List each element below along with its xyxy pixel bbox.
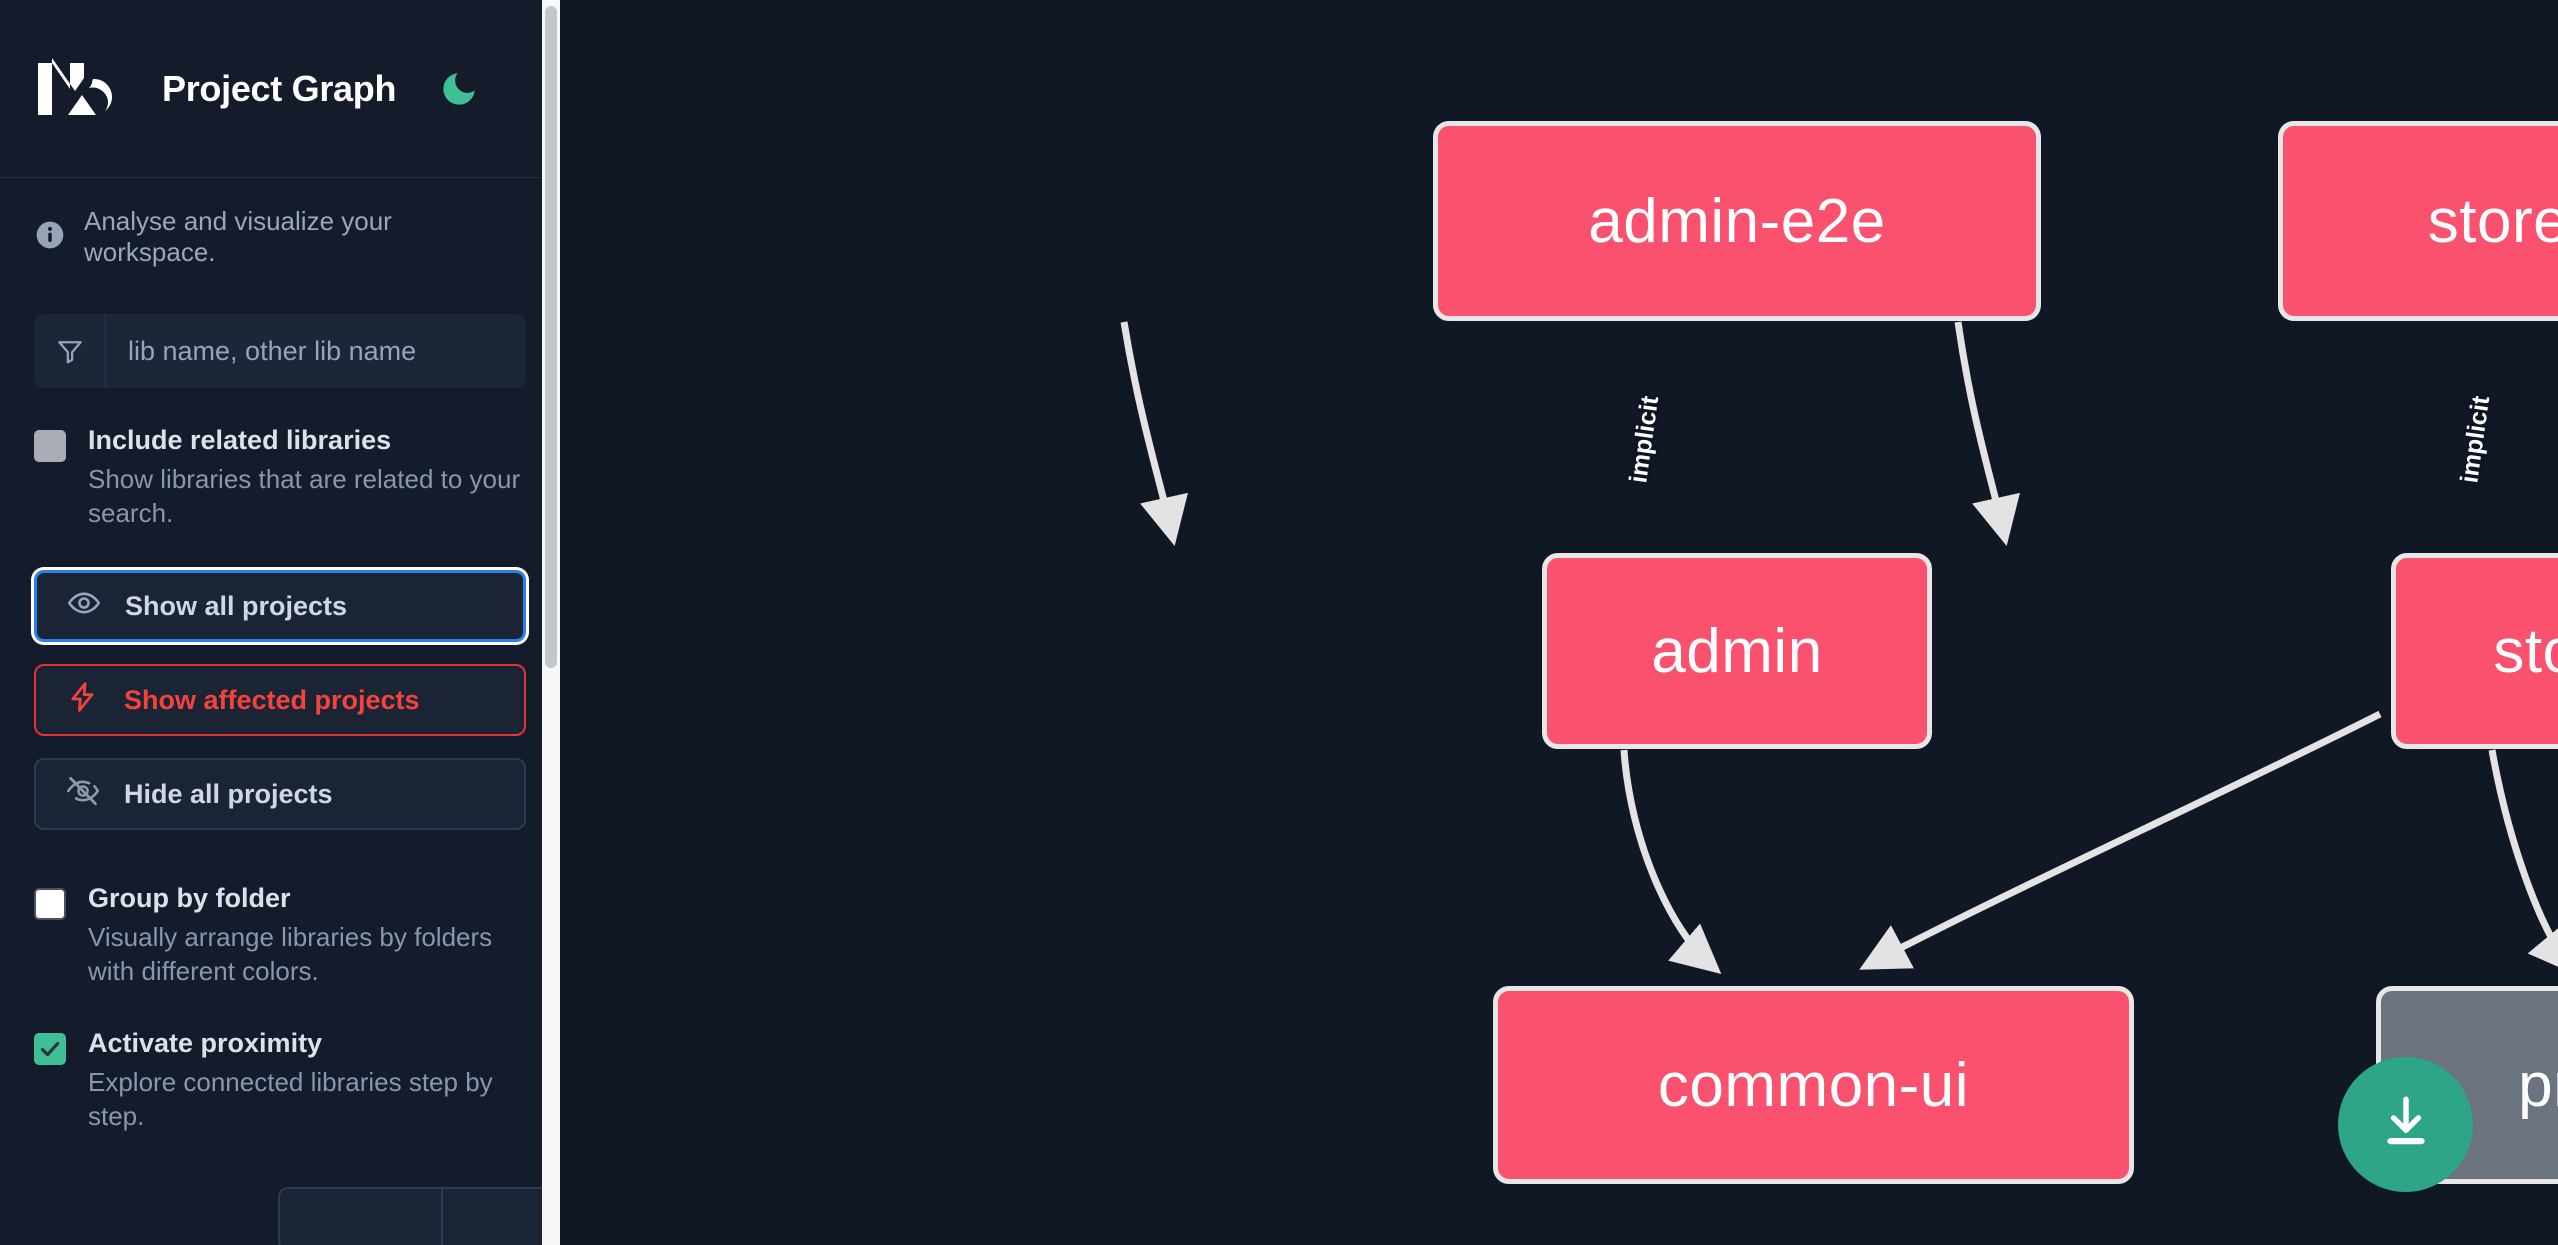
checkbox-text-group: Group by folder Visually arrange librari… (88, 882, 526, 988)
graph-node-admin-e2e[interactable]: admin-e2e (1433, 121, 2041, 321)
checkbox-label-group-by-folder: Group by folder (88, 883, 291, 914)
edge-store-to-common-ui (1859, 710, 2382, 970)
moon-icon[interactable] (436, 66, 482, 112)
graph-node-store-e2e[interactable]: store-e2e (2278, 121, 2558, 321)
sidebar: Project Graph Analyse and visualize your… (0, 0, 560, 1245)
tagline-text: Analyse and visualize your workspace. (84, 206, 392, 267)
show-affected-projects-label: Show affected projects (124, 684, 420, 715)
show-all-projects-button[interactable]: Show all projects (34, 570, 526, 643)
checkbox-row-activate-proximity[interactable]: Activate proximity Explore connected lib… (34, 1027, 526, 1133)
search-input[interactable] (106, 314, 526, 388)
checkbox-include-related-libraries[interactable] (34, 430, 66, 462)
segment-1[interactable] (280, 1189, 444, 1245)
sidebar-header: Project Graph (0, 0, 560, 178)
show-affected-projects-button[interactable]: Show affected projects (34, 664, 526, 737)
checkbox-group-by-folder[interactable] (34, 888, 66, 921)
checkbox-row-group-by-folder[interactable]: Group by folder Visually arrange librari… (34, 882, 526, 988)
eye-icon (67, 586, 101, 627)
funnel-filter-icon (34, 314, 106, 388)
graph-node-admin[interactable]: admin (1542, 553, 1932, 749)
download-icon (2375, 1091, 2437, 1158)
checkbox-description-group-by-folder: Visually arrange libraries by folders wi… (88, 922, 493, 987)
checkbox-text-group: Include related libraries Show libraries… (88, 424, 526, 530)
edge-store-e2e-to-store (1954, 321, 2020, 546)
checkbox-description-include-related-libraries: Show libraries that are related to your … (88, 463, 521, 529)
hide-all-projects-button[interactable]: Hide all projects (34, 758, 526, 831)
sidebar-scrollbar-track[interactable] (542, 0, 560, 1245)
project-graph-canvas[interactable]: admin-e2e store-e2e admin store common-u… (560, 0, 2558, 1245)
checkbox-row-include-related-libraries[interactable]: Include related libraries Show libraries… (34, 424, 526, 530)
edge-admin-to-common-ui (1620, 749, 1722, 974)
graph-node-common-ui[interactable]: common-ui (1493, 986, 2134, 1184)
show-all-projects-label: Show all projects (125, 590, 348, 621)
filter-search-box[interactable] (34, 314, 526, 388)
graph-edges-layer (1120, 321, 2558, 976)
info-circle-icon (34, 219, 66, 256)
checkbox-label-activate-proximity: Activate proximity (88, 1027, 323, 1058)
checkbox-text-group: Activate proximity Explore connected lib… (88, 1027, 526, 1133)
checkbox-activate-proximity[interactable] (34, 1032, 66, 1065)
page-title: Project Graph (162, 67, 397, 109)
hide-all-projects-label: Hide all projects (124, 778, 333, 809)
checkbox-description-activate-proximity: Explore connected libraries step by step… (88, 1066, 493, 1131)
check-icon (40, 1041, 60, 1056)
download-image-button[interactable] (2338, 1057, 2473, 1192)
lightning-bolt-icon (66, 680, 100, 721)
edge-store-to-products (2488, 749, 2558, 976)
nx-logo-icon (34, 57, 132, 121)
visibility-button-group: Show all projects Show affected projects (34, 570, 526, 831)
sidebar-body: Include related libraries Show libraries… (0, 290, 560, 1133)
checkbox-label-include-related-libraries: Include related libraries (88, 425, 392, 455)
graph-node-store[interactable]: store (2391, 553, 2558, 749)
edge-admin-e2e-to-admin (1120, 321, 1188, 546)
proximity-segmented-control[interactable] (278, 1187, 560, 1245)
sidebar-scrollbar-thumb[interactable] (545, 6, 557, 668)
eye-off-icon (66, 774, 100, 815)
sidebar-tagline: Analyse and visualize your workspace. (0, 178, 560, 290)
